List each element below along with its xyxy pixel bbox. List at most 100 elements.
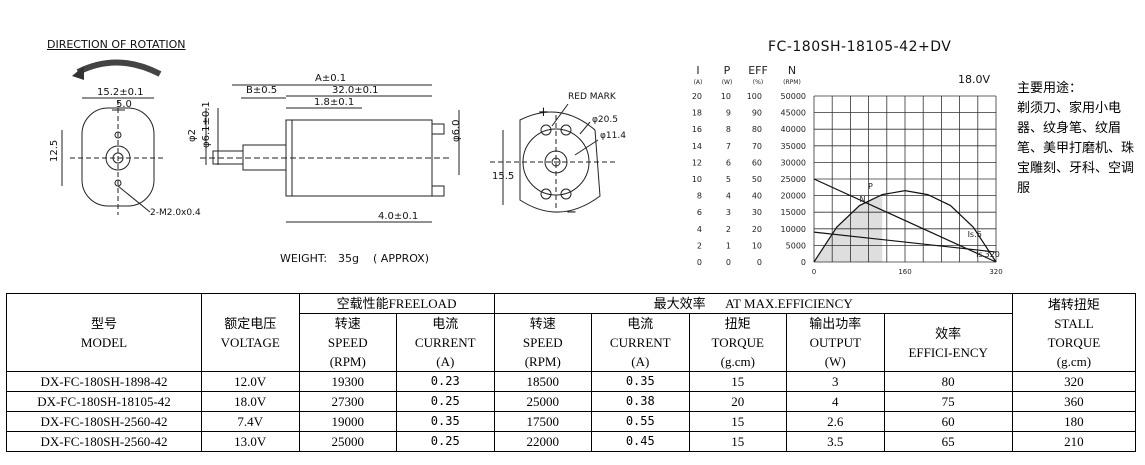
scale-tick-i: 14: [692, 142, 702, 151]
cell-efficiency: 60: [883, 411, 1013, 432]
cell-output: 3: [786, 371, 885, 392]
dim-12-5: 12.5: [49, 139, 60, 162]
cell-fl-speed: 25000: [298, 431, 397, 452]
cell-model: DX-FC-180SH-2560-42: [6, 411, 202, 432]
scale-tick-i: 16: [692, 125, 702, 134]
chart-title: FC-180SH-18105-42+DV: [768, 39, 952, 55]
cell-stall: 210: [1011, 431, 1137, 452]
weight-value: 35g: [338, 252, 359, 265]
cell-me-speed: 18500: [493, 371, 593, 392]
table-row: DX-FC-180SH-2560-42 7.4V 19000 0.35 1750…: [6, 411, 1137, 432]
uses-body: 剃须刀、家用小电器、纹身笔、纹眉笔、美甲打磨机、珠宝雕刻、牙科、空调服: [1017, 101, 1135, 196]
scale-tick-i: 10: [692, 175, 702, 184]
scale-tick-eff: 0: [757, 258, 762, 267]
scale-tick-n: 40000: [781, 125, 806, 134]
cell-me-current: 0.35: [591, 371, 690, 392]
rear-view: [490, 103, 615, 213]
header-max-efficiency: 最大效率 AT MAX.EFFICIENCY: [493, 293, 1013, 314]
cell-voltage: 18.0V: [201, 391, 300, 412]
scale-tick-n: 25000: [781, 175, 806, 184]
scale-tick-n: 30000: [781, 158, 806, 167]
scale-tick-eff: 70: [752, 142, 762, 151]
scale-tick-p: 6: [726, 158, 731, 167]
cell-stall: 360: [1011, 391, 1137, 412]
weight-note: ( APPROX): [373, 252, 430, 265]
uses-block: 主要用途： 剃须刀、家用小电器、纹身笔、纹眉笔、美甲打磨机、珠宝雕刻、牙科、空调…: [1017, 79, 1137, 199]
scale-tick-p: 4: [726, 192, 731, 201]
scale-tick-p: 2: [726, 225, 731, 234]
scale-tick-n: 0: [801, 258, 806, 267]
weight-label: WEIGHT:: [280, 252, 328, 265]
scale-tick-i: 20: [692, 92, 702, 101]
axis-header-eff: EFF: [748, 64, 768, 77]
scale-tick-i: 18: [692, 109, 702, 118]
table-row: DX-FC-180SH-1898-42 12.0V 19300 0.23 185…: [6, 371, 1137, 392]
cell-torque: 15: [688, 371, 788, 392]
axis-unit-i: (A): [694, 79, 703, 86]
cell-me-speed: 22000: [493, 431, 593, 452]
chart-annotation: N: [860, 195, 866, 204]
scale-tick-p: 3: [726, 208, 731, 217]
scale-tick-p: 9: [726, 109, 731, 118]
cell-fl-speed: 19000: [298, 411, 397, 432]
scale-tick-eff: 30: [752, 208, 762, 217]
scale-tick-p: 1: [726, 241, 731, 250]
cell-torque: 15: [688, 411, 788, 432]
cell-torque: 20: [688, 391, 788, 412]
cell-torque: 15: [688, 431, 788, 452]
scale-tick-eff: 60: [752, 158, 762, 167]
scale-tick-i: 4: [697, 225, 702, 234]
scale-tick-i: 2: [697, 241, 702, 250]
dim-1-8: 1.8±0.1: [314, 97, 355, 108]
scale-tick-i: 6: [697, 208, 702, 217]
chart-annotation: 320: [985, 250, 1000, 259]
cell-voltage: 12.0V: [201, 371, 300, 392]
cell-fl-speed: 19300: [298, 371, 397, 392]
scale-tick-eff: 40: [752, 192, 762, 201]
motor-drawing: [61, 59, 615, 223]
scale-tick-i: 0: [697, 258, 702, 267]
scale-tick-n: 50000: [781, 92, 806, 101]
chart-annotation: Is: [976, 250, 983, 259]
cell-me-current: 0.38: [591, 391, 690, 412]
hole-note: 2-M2.0x0.4: [150, 208, 201, 218]
dim-phi6: φ6.0: [451, 119, 462, 143]
scale-tick-p: 5: [726, 175, 731, 184]
plus-terminal-label: +: [538, 105, 549, 120]
cell-me-current: 0.45: [591, 431, 690, 452]
scale-tick-eff: 80: [752, 125, 762, 134]
scale-tick-n: 45000: [781, 109, 806, 118]
dim-phi11-4: φ11.4: [600, 131, 626, 141]
scale-tick-eff: 100: [747, 92, 762, 101]
scale-tick-p: 7: [726, 142, 731, 151]
p-curve-fill: [814, 194, 883, 262]
minus-terminal-label: −: [566, 205, 577, 220]
chart-annotation: Is.6: [968, 230, 982, 239]
uses-title: 主要用途：: [1017, 81, 1083, 96]
cell-efficiency: 65: [883, 431, 1013, 452]
scale-tick-eff: 20: [752, 225, 762, 234]
scale-tick-n: 5000: [786, 241, 806, 250]
x-tick-label: 0: [812, 268, 816, 276]
axis-unit-p: (W): [722, 79, 733, 86]
cell-fl-speed: 27300: [298, 391, 397, 412]
cell-model: DX-FC-180SH-1898-42: [6, 371, 202, 392]
scale-tick-n: 15000: [781, 208, 806, 217]
dim-phi20-5: φ20.5: [592, 115, 618, 125]
cell-voltage: 7.4V: [201, 411, 300, 432]
x-tick-label: 320: [989, 268, 1002, 276]
red-mark-label: RED MARK: [568, 92, 616, 102]
axis-unit-eff: (%): [753, 79, 763, 86]
dim-4-0: 4.0±0.1: [378, 211, 419, 222]
performance-chart: I(A)P(W)EFF(%)N(RPM)02468101214161820012…: [692, 64, 1003, 276]
scale-tick-p: 10: [721, 92, 731, 101]
dim-32: 32.0±0.1: [332, 85, 379, 96]
